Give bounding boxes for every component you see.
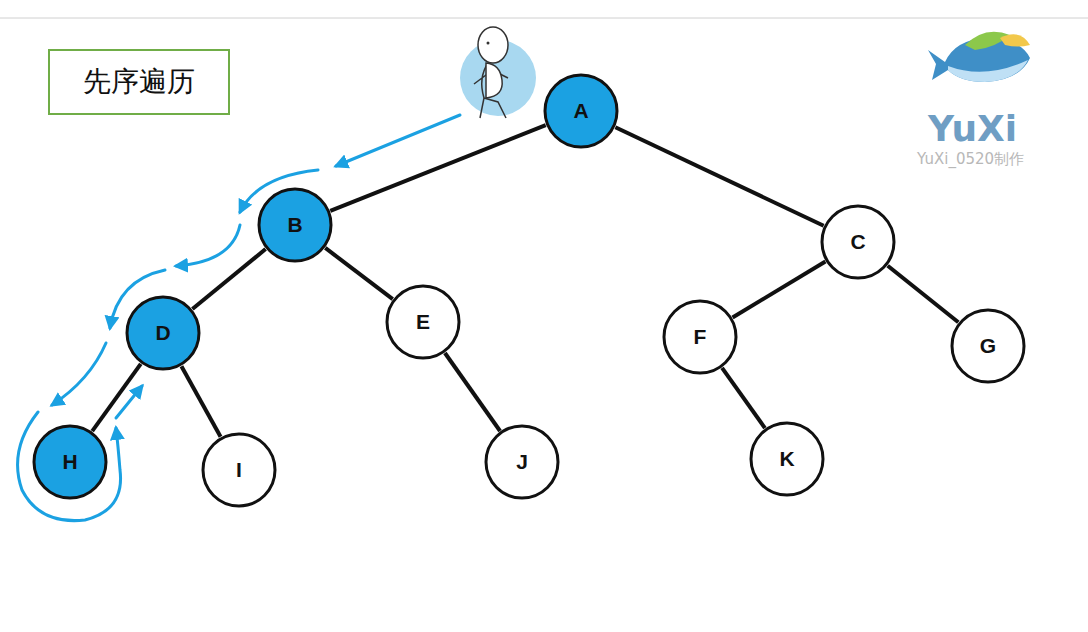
walker-icon: [460, 27, 536, 118]
node-label: A: [573, 99, 588, 123]
title-box: 先序遍历: [48, 49, 230, 115]
watermark: YuXi_0520制作: [917, 150, 1024, 169]
tree-node: E: [385, 284, 461, 360]
tree-node: J: [484, 424, 560, 500]
title: 先序遍历: [83, 63, 195, 101]
node-label: H: [62, 450, 77, 474]
watermark: YuXi: [928, 108, 1017, 149]
tree-node: F: [662, 299, 738, 375]
tree-edge: [722, 368, 765, 428]
tree-node: A: [543, 73, 619, 149]
tree-edge: [325, 248, 392, 299]
node-label: G: [980, 334, 996, 358]
tree-edge: [445, 353, 500, 431]
traversal-path: [18, 115, 460, 521]
tree-edge: [181, 366, 220, 437]
node-label: J: [516, 450, 528, 474]
tree-edge: [330, 125, 545, 211]
tree-edge: [733, 262, 826, 318]
tree-node: C: [820, 204, 896, 280]
node-label: I: [236, 458, 242, 482]
tree-node: D: [125, 295, 201, 371]
tree-edge: [92, 364, 141, 431]
node-label: B: [287, 213, 302, 237]
whale-logo: [928, 32, 1030, 82]
top-rule: [0, 18, 1088, 19]
node-label: E: [416, 310, 430, 334]
node-label: D: [155, 321, 170, 345]
tree-node: H: [32, 424, 108, 500]
tree-edge: [192, 249, 265, 309]
node-label: F: [694, 325, 707, 349]
tree-edge: [888, 266, 959, 323]
tree-node: I: [201, 432, 277, 508]
node-label: K: [779, 447, 794, 471]
tree-node: B: [257, 187, 333, 263]
tree-node: G: [950, 308, 1026, 384]
node-label: C: [850, 230, 865, 254]
tree-edge: [615, 127, 823, 226]
tree-node: K: [749, 421, 825, 497]
